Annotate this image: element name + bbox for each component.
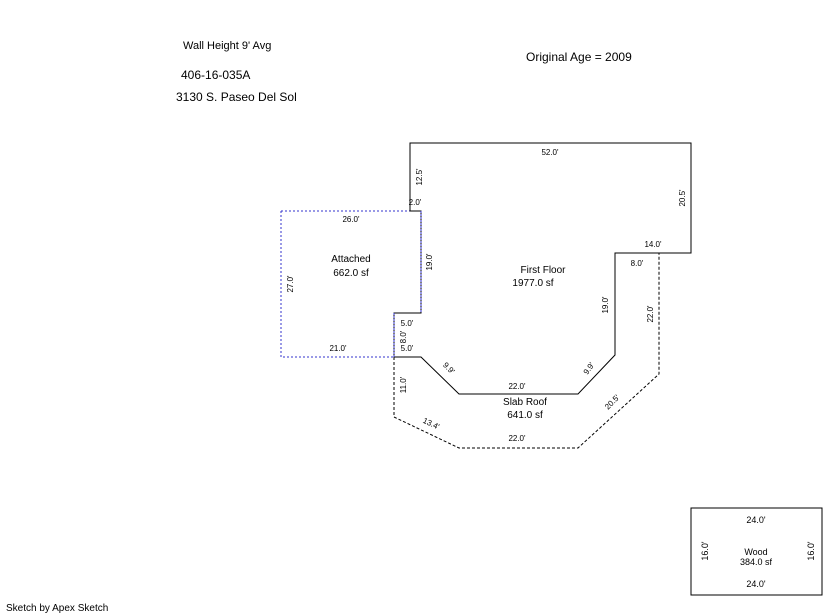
dim-slab-diag-left: 13.4' — [421, 416, 441, 432]
slab-roof-name: Slab Roof — [503, 397, 547, 408]
attached-size: 662.0 sf — [333, 268, 369, 279]
wall-height-label: Wall Height 9' Avg — [183, 40, 272, 52]
dim-diag-right: 9.9' — [582, 360, 597, 376]
dim-step-right: 14.0' — [644, 240, 662, 249]
dim-diag-left: 9.9' — [441, 361, 457, 377]
dim-right: 20.5' — [678, 189, 687, 207]
dim-inner-left: 19.0' — [425, 253, 434, 271]
dim-wood-right: 16.0' — [806, 541, 816, 561]
parcel-number: 406-16-035A — [181, 68, 251, 82]
dim-top: 52.0' — [541, 148, 559, 157]
dim-slab-diag-right: 20.5' — [603, 393, 622, 412]
slab-roof-size: 641.0 sf — [507, 410, 543, 421]
dim-left-notch-a: 5.0' — [401, 319, 414, 328]
dim-wood-top: 24.0' — [746, 515, 766, 525]
first-floor-name: First Floor — [521, 265, 567, 276]
original-age-label: Original Age = 2009 — [526, 50, 632, 64]
attached-name: Attached — [331, 254, 370, 265]
wood-size: 384.0 sf — [740, 557, 773, 567]
dim-slab-left: 11.0' — [399, 376, 408, 393]
dim-attached-top: 26.0' — [342, 215, 360, 224]
attached-outline — [280, 210, 421, 358]
dim-slab-right: 22.0' — [646, 305, 655, 323]
dim-wood-left: 16.0' — [700, 541, 710, 561]
dim-slab-top: 8.0' — [631, 259, 644, 268]
sketch-credit: Sketch by Apex Sketch — [6, 603, 109, 614]
first-floor-size: 1977.0 sf — [512, 278, 553, 289]
dim-left-notch-b: 8.0' — [399, 330, 408, 343]
dim-attached-left: 27.0' — [286, 275, 295, 293]
property-address: 3130 S. Paseo Del Sol — [176, 90, 297, 104]
dim-left-notch-c: 5.0' — [401, 344, 414, 353]
dim-attached-bottom: 21.0' — [329, 344, 347, 353]
shared-wall — [393, 211, 422, 357]
slab-roof-outline — [393, 253, 660, 449]
dim-inner-right: 19.0' — [601, 296, 610, 314]
dim-notch: 2.0' — [409, 198, 422, 207]
dim-upper-left: 12.5' — [415, 168, 424, 186]
dim-slab-bottom: 22.0' — [508, 434, 526, 443]
dim-bottom-mid: 22.0' — [508, 382, 526, 391]
wood-deck-outline — [690, 507, 823, 596]
dim-wood-bottom: 24.0' — [746, 579, 766, 589]
wood-name: Wood — [744, 547, 767, 557]
